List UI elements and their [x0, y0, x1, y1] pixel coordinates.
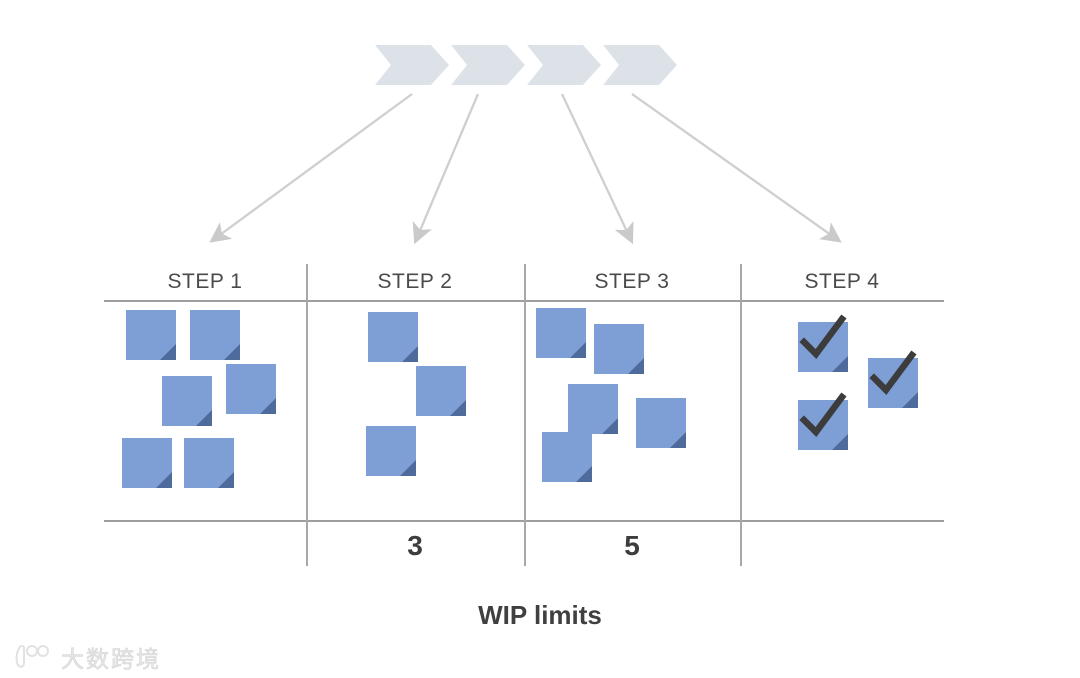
note-area-step-4 — [740, 302, 944, 520]
checkmark-icon — [799, 314, 847, 359]
note-fold-corner — [602, 418, 618, 434]
note-area-step-2 — [306, 302, 524, 520]
note-fold-corner — [160, 344, 176, 360]
column-divider-1 — [306, 264, 308, 566]
note-fold-corner — [196, 410, 212, 426]
note-fold-corner — [156, 472, 172, 488]
note-fold-corner — [260, 398, 276, 414]
watermark: 大数跨境 — [14, 640, 161, 674]
sticky-note[interactable] — [368, 312, 418, 362]
note-fold-corner — [400, 460, 416, 476]
sticky-note[interactable] — [536, 308, 586, 358]
arrow-to-step-2 — [412, 93, 480, 245]
arrow-to-step-4 — [631, 93, 842, 243]
watermark-text: 大数跨境 — [61, 646, 161, 673]
sticky-note[interactable] — [226, 364, 276, 414]
arrow-to-step-1 — [209, 93, 413, 243]
arrow-to-step-3 — [560, 93, 634, 245]
sticky-note[interactable] — [190, 310, 240, 360]
note-fold-corner — [570, 342, 586, 358]
note-fold-corner — [670, 432, 686, 448]
chevron-step-4 — [603, 45, 677, 85]
sticky-note[interactable] — [416, 366, 466, 416]
chevron-step-2 — [451, 45, 525, 85]
column-header-step-3: STEP 3 — [594, 270, 670, 293]
sticky-note[interactable] — [542, 432, 592, 482]
column-divider-3 — [740, 264, 742, 566]
wip-limit-step-3: 5 — [624, 530, 640, 561]
note-fold-corner — [402, 346, 418, 362]
process-flow-chevrons — [375, 45, 677, 85]
wip-limit-step-2: 3 — [407, 530, 423, 561]
kanban-board: STEP 1 STEP 2 STEP 3 STEP 4 3 5 — [104, 264, 944, 566]
sticky-note[interactable] — [594, 324, 644, 374]
chevron-step-1 — [375, 45, 449, 85]
sticky-note[interactable] — [568, 384, 618, 434]
sticky-note-checked[interactable] — [868, 350, 918, 408]
column-header-step-1: STEP 1 — [167, 270, 243, 293]
checkmark-icon — [869, 350, 917, 395]
sticky-note-checked[interactable] — [798, 314, 848, 372]
note-fold-corner — [628, 358, 644, 374]
checkmark-icon — [799, 392, 847, 437]
note-fold-corner — [224, 344, 240, 360]
panda-logo-icon — [15, 644, 49, 668]
sticky-note[interactable] — [162, 376, 212, 426]
sticky-note[interactable] — [366, 426, 416, 476]
sticky-note[interactable] — [636, 398, 686, 448]
note-area-step-1 — [104, 302, 306, 520]
sticky-note-checked[interactable] — [798, 392, 848, 450]
sticky-note[interactable] — [184, 438, 234, 488]
column-header-step-2: STEP 2 — [377, 270, 453, 293]
note-fold-corner — [576, 466, 592, 482]
wip-limits-caption: WIP limits — [478, 600, 602, 630]
sticky-note[interactable] — [122, 438, 172, 488]
note-area-step-3 — [524, 302, 740, 520]
chevron-step-3 — [527, 45, 601, 85]
column-header-step-4: STEP 4 — [804, 270, 880, 293]
note-fold-corner — [218, 472, 234, 488]
column-divider-2 — [524, 264, 526, 566]
note-fold-corner — [450, 400, 466, 416]
sticky-note[interactable] — [126, 310, 176, 360]
